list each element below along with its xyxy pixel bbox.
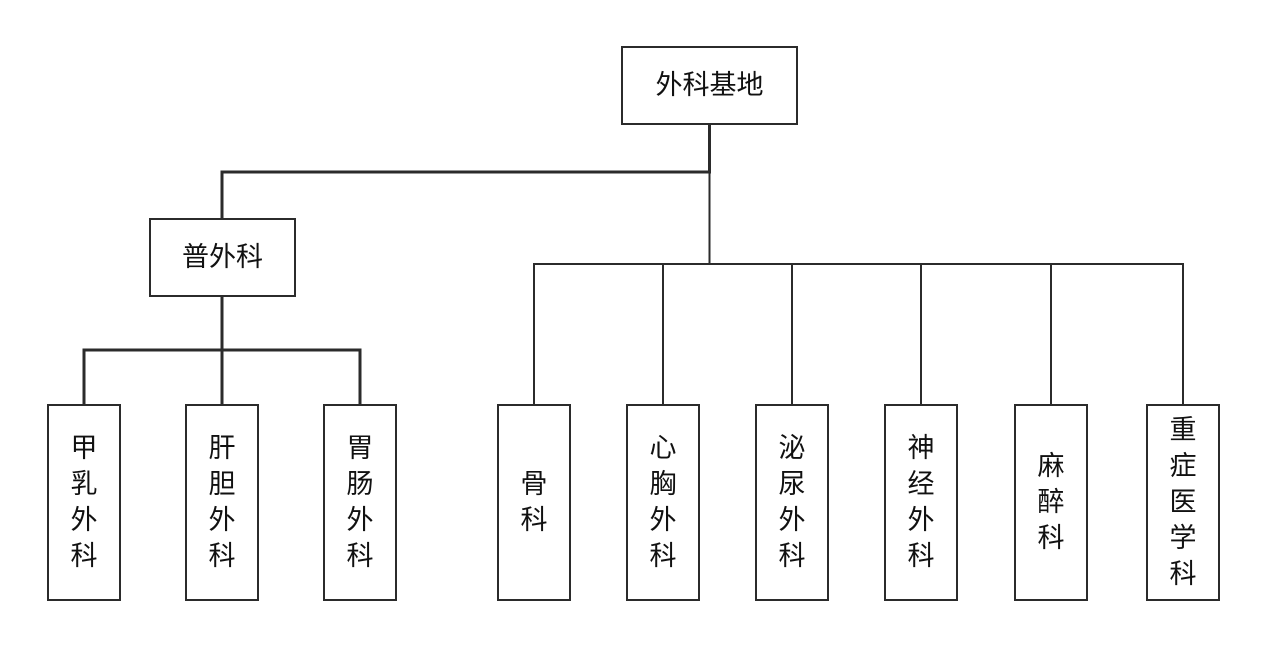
node-general-surgery-label: 普外科 <box>182 242 263 273</box>
connector-lines <box>82 122 1184 407</box>
node-dept-2-box <box>755 404 829 601</box>
node-sub-dept-label-1: 肝胆外科 <box>209 433 236 572</box>
node-dept-label-2: 泌尿外科 <box>779 433 806 572</box>
node-dept-label-0: 骨科 <box>521 469 548 536</box>
node-sub-dept-2-box <box>323 404 397 601</box>
node-dept-1-box <box>626 404 700 601</box>
node-dept-4-box <box>1014 404 1088 601</box>
node-dept-label-4: 麻醉科 <box>1038 451 1065 554</box>
node-sub-dept-0-box <box>47 404 121 601</box>
node-dept-3-box <box>884 404 958 601</box>
node-root-label: 外科基地 <box>656 70 764 101</box>
node-dept-5-box <box>1146 404 1220 601</box>
node-sub-dept-2: 胃肠外科 <box>323 404 397 601</box>
node-sub-dept-0: 甲乳外科 <box>47 404 121 601</box>
node-root: 外科基地 <box>621 46 798 125</box>
node-sub-dept-label-2: 胃肠外科 <box>347 433 374 572</box>
node-dept-label-1: 心胸外科 <box>650 433 677 572</box>
node-dept-label-5: 重症医学科 <box>1170 415 1197 590</box>
node-general-surgery-box <box>149 218 296 297</box>
node-dept-2: 泌尿外科 <box>755 404 829 601</box>
node-dept-4: 麻醉科 <box>1014 404 1088 601</box>
node-dept-label-3: 神经外科 <box>908 433 935 572</box>
node-dept-1: 心胸外科 <box>626 404 700 601</box>
node-root-box <box>621 46 798 125</box>
node-sub-dept-1: 肝胆外科 <box>185 404 259 601</box>
node-sub-dept-1-box <box>185 404 259 601</box>
node-dept-0-box <box>497 404 571 601</box>
node-dept-3: 神经外科 <box>884 404 958 601</box>
node-dept-0: 骨科 <box>497 404 571 601</box>
node-general-surgery: 普外科 <box>149 218 296 297</box>
node-sub-dept-label-0: 甲乳外科 <box>71 433 98 572</box>
node-dept-5: 重症医学科 <box>1146 404 1220 601</box>
